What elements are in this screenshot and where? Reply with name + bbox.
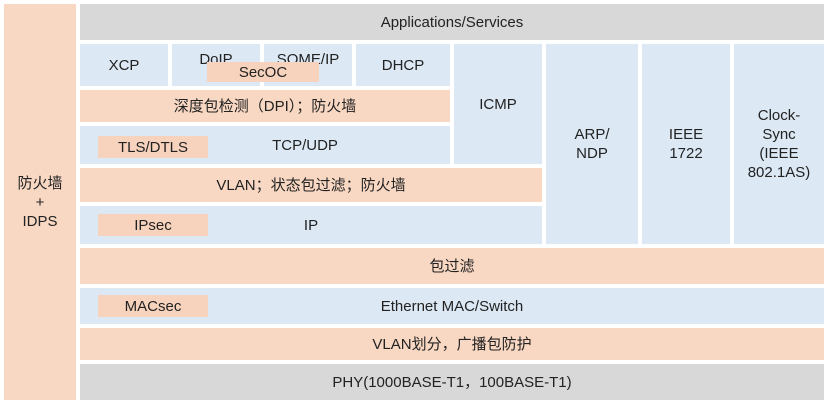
- vlan-broadcast-layer: VLAN划分，广播包防护: [80, 328, 824, 360]
- dpi-firewall-layer: 深度包检测（DPI）；防火墙: [80, 90, 450, 122]
- applications-services-label: Applications/Services: [380, 13, 524, 31]
- ieee1722-column: IEEE 1722: [642, 44, 730, 244]
- ieee1722-label: IEEE 1722: [668, 126, 704, 162]
- vlan-stateful-filter-layer: VLAN；状态包过滤；防火墙: [80, 168, 542, 202]
- ipsec-label: IPsec: [134, 216, 172, 234]
- icmp-column: ICMP: [454, 44, 542, 164]
- idps-label: IDPS: [22, 212, 58, 230]
- ethernet-mac-layer: Ethernet MAC/Switch: [80, 288, 824, 324]
- dhcp-label: DHCP: [381, 56, 425, 74]
- tcp-udp-label: TCP/UDP: [272, 136, 338, 154]
- clock-sync-column: Clock- Sync (IEEE 802.1AS): [734, 44, 824, 244]
- secoc-label: SecOC: [238, 63, 288, 81]
- secoc-tag: SecOC: [207, 62, 319, 82]
- macsec-tag: MACsec: [98, 295, 208, 317]
- dhcp-block: DHCP: [356, 44, 450, 86]
- tls-dtls-label: TLS/DTLS: [117, 138, 189, 156]
- icmp-label: ICMP: [479, 95, 517, 113]
- vlan-broadcast-label: VLAN划分，广播包防护: [372, 335, 532, 353]
- plus-label: +: [35, 193, 45, 211]
- ethernet-mac-label: Ethernet MAC/Switch: [380, 297, 524, 315]
- phy-label: PHY(1000BASE-T1，100BASE-T1): [332, 373, 572, 391]
- arp-ndp-column: ARP/ NDP: [546, 44, 638, 244]
- ipsec-tag: IPsec: [98, 214, 208, 236]
- phy-layer: PHY(1000BASE-T1，100BASE-T1): [80, 364, 824, 400]
- firewall-idps-column: 防火墙 + IDPS: [4, 4, 76, 400]
- clock-sync-label: Clock- Sync (IEEE 802.1AS): [747, 107, 811, 181]
- xcp-label: XCP: [108, 56, 140, 74]
- macsec-label: MACsec: [124, 297, 182, 315]
- ip-label: IP: [303, 216, 319, 234]
- arp-ndp-label: ARP/ NDP: [574, 126, 610, 162]
- tls-dtls-tag: TLS/DTLS: [98, 136, 208, 158]
- vlan-stateful-label: VLAN；状态包过滤；防火墙: [216, 176, 406, 194]
- packet-filter-label: 包过滤: [429, 257, 475, 275]
- dpi-label: 深度包检测（DPI）；防火墙: [173, 97, 357, 115]
- packet-filter-layer: 包过滤: [80, 248, 824, 284]
- applications-services-layer: Applications/Services: [80, 4, 824, 40]
- xcp-block: XCP: [80, 44, 168, 86]
- firewall-label: 防火墙: [17, 174, 63, 192]
